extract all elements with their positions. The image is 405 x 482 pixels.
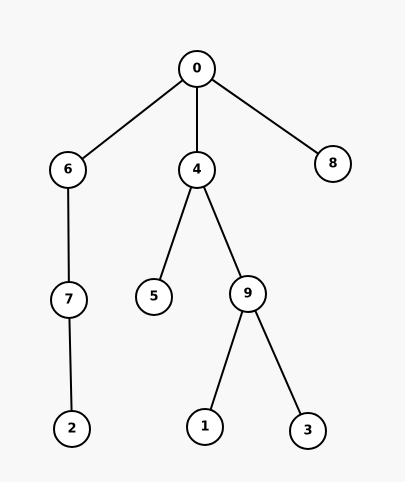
node-circle [314,145,352,183]
node-label: 5 [149,290,158,305]
tree-node-8: 8 [314,145,352,183]
node-circle [49,151,87,189]
edge-0-6 [67,68,198,171]
node-label: 7 [64,293,73,308]
node-label: 2 [67,422,76,437]
edge-0-8 [196,68,334,165]
node-label: 0 [192,62,201,77]
edge-4-5 [153,169,198,298]
node-circle [53,410,91,448]
edge-7-2 [68,299,73,430]
node-circle [50,281,88,319]
tree-node-7: 7 [50,281,88,319]
node-circle [135,278,173,316]
tree-node-5: 5 [135,278,173,316]
node-label: 3 [303,424,312,439]
node-circle [229,275,267,313]
tree-node-2: 2 [53,410,91,448]
node-circle [289,412,327,450]
tree-node-9: 9 [229,275,267,313]
edge-9-3 [247,293,309,432]
node-circle [178,50,216,88]
node-label: 6 [63,163,72,178]
node-circle [178,151,216,189]
edge-9-1 [204,293,249,428]
node-label: 1 [200,420,209,435]
tree-node-1: 1 [186,408,224,446]
node-label: 8 [328,157,337,172]
node-label: 4 [192,163,201,178]
node-label: 9 [243,287,252,302]
edge-layer [67,68,334,432]
node-layer: 0 6 4 8 7 5 9 2 1 3 [49,50,352,450]
edge-4-9 [196,169,249,295]
tree-node-6: 6 [49,151,87,189]
tree-node-0: 0 [178,50,216,88]
tree-node-3: 3 [289,412,327,450]
edge-6-7 [67,169,70,301]
tree-node-4: 4 [178,151,216,189]
node-circle [186,408,224,446]
